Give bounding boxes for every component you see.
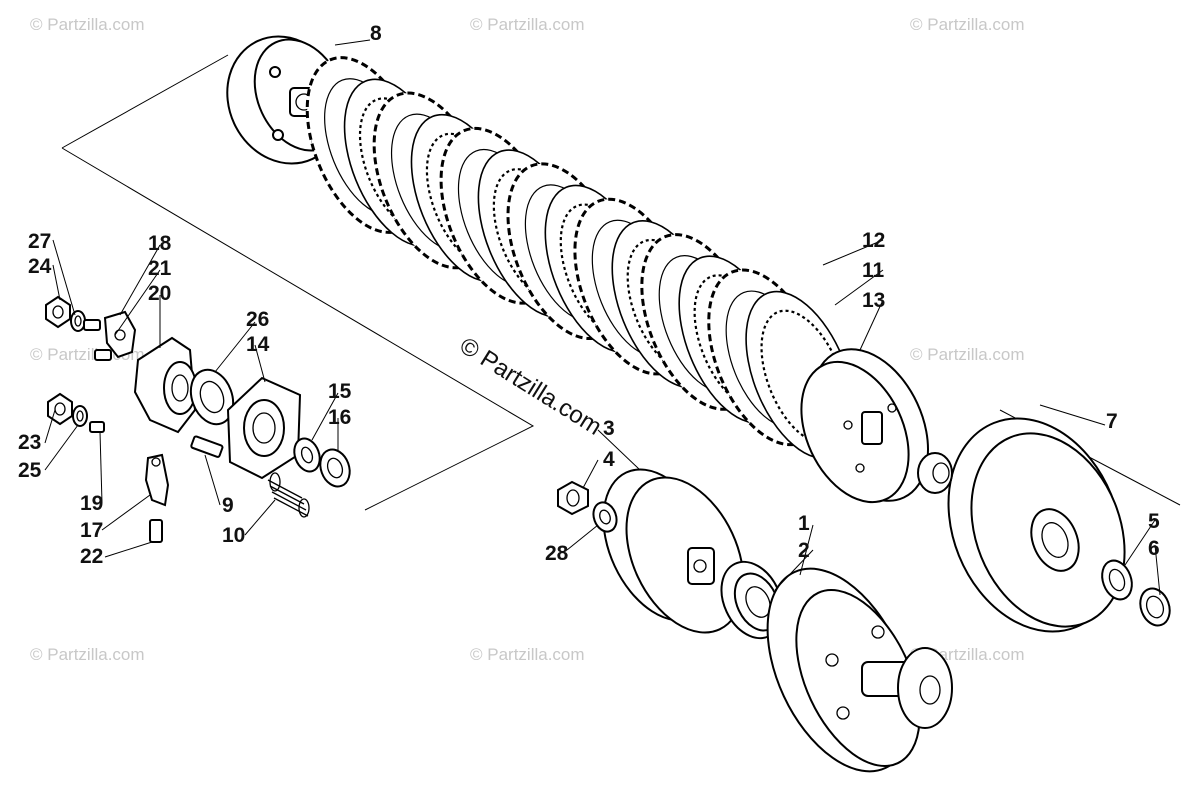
- callout-10: 10: [222, 524, 245, 547]
- leader-lines: [44, 39, 1161, 596]
- washer-16: [319, 448, 351, 488]
- callout-16: 16: [328, 406, 351, 429]
- callout-22: 22: [80, 545, 103, 568]
- clutch-hub-disc: [800, 348, 930, 504]
- callout-14: 14: [246, 333, 270, 356]
- callout-4: 4: [603, 448, 615, 471]
- callout-5: 5: [1148, 510, 1160, 533]
- callout-24: 24: [28, 255, 52, 278]
- clutch-outer-basket: [917, 417, 1126, 633]
- bolt-9: [190, 435, 224, 458]
- watermark-text: © Partzilla.com: [30, 645, 145, 664]
- watermark-text: © Partzilla.com: [910, 345, 1025, 364]
- callout-19: 19: [80, 492, 103, 515]
- callout-25: 25: [18, 459, 42, 482]
- callout-13: 13: [862, 289, 885, 312]
- callout-21: 21: [148, 257, 172, 280]
- washer-5: [1101, 559, 1133, 601]
- callout-3: 3: [603, 417, 615, 440]
- bolt-19: [89, 421, 105, 433]
- callout-1: 1: [798, 512, 810, 535]
- watermark-text: © Partzilla.com: [470, 645, 585, 664]
- spring-10: [267, 472, 310, 518]
- washer-6: [1139, 587, 1171, 627]
- callout-7: 7: [1106, 410, 1118, 433]
- bolt-21: [83, 319, 101, 331]
- clutch-plate-stack: [305, 56, 855, 460]
- washer-25: [72, 405, 88, 427]
- callout-12: 12: [862, 229, 885, 252]
- callout-18: 18: [148, 232, 172, 255]
- callout-6: 6: [1148, 537, 1160, 560]
- washer-15: [293, 437, 321, 473]
- callout-8: 8: [370, 22, 382, 45]
- callout-11: 11: [862, 259, 885, 282]
- arm-17: [144, 453, 170, 507]
- callout-labels: 8 12 11 13 7 5 6 1 2 3 4 28 27 24 18 21 …: [18, 22, 1160, 568]
- callout-17: 17: [80, 519, 103, 542]
- lifter-plate-14: [226, 376, 302, 480]
- washer-27: [70, 310, 86, 332]
- callout-20: 20: [148, 282, 171, 305]
- watermark-text: © Partzilla.com: [910, 15, 1025, 34]
- callout-28: 28: [545, 542, 569, 565]
- watermark-layer: © Partzilla.com © Partzilla.com © Partzi…: [30, 15, 1025, 664]
- nut-24: [45, 295, 71, 329]
- lever-18: [94, 310, 137, 361]
- watermark-text: © Partzilla.com: [30, 15, 145, 34]
- callout-27: 27: [28, 230, 51, 253]
- callout-15: 15: [328, 380, 352, 403]
- callout-26: 26: [246, 308, 269, 331]
- bolt-22: [149, 519, 163, 543]
- nut-4: [557, 480, 589, 516]
- callout-2: 2: [798, 539, 810, 562]
- cam-20: [133, 336, 197, 434]
- watermark-text: © Partzilla.com: [470, 15, 585, 34]
- centrifugal-clutch: [602, 468, 745, 634]
- drive-plate-gear: [766, 567, 953, 773]
- bearing-26: [189, 368, 235, 426]
- washer-28: [592, 501, 618, 533]
- callout-23: 23: [18, 431, 41, 454]
- callout-9: 9: [222, 494, 234, 517]
- group-outline: [61, 54, 535, 511]
